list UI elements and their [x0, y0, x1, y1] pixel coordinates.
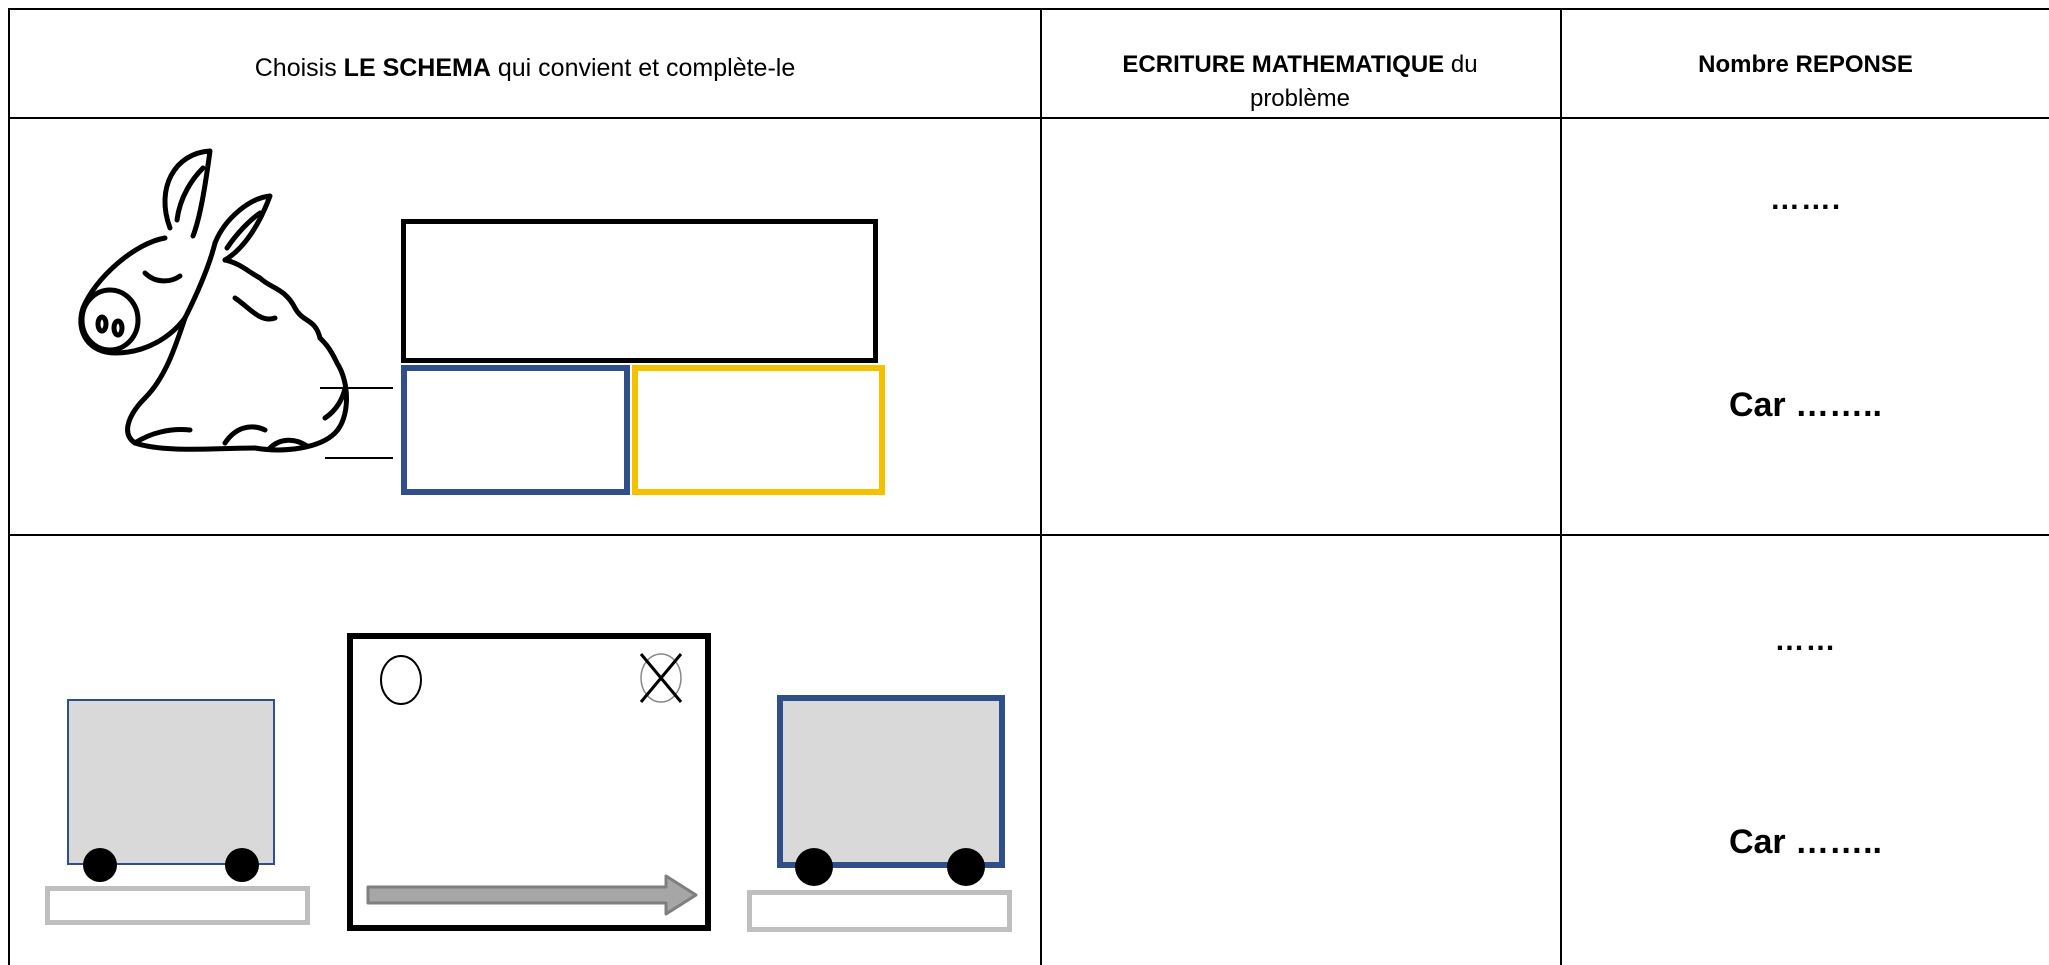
- arrow-right-icon: [366, 874, 698, 916]
- column-divider-1: [1040, 8, 1042, 965]
- row-divider: [8, 534, 2049, 536]
- answer-dots[interactable]: …….: [1769, 183, 1842, 216]
- car-label[interactable]: Car ……..: [1728, 386, 1883, 424]
- schema-whole-box[interactable]: [401, 219, 878, 363]
- donkey-icon: [78, 148, 393, 459]
- crossed-oval-icon: [639, 653, 683, 703]
- column-divider-2: [1560, 8, 1562, 965]
- wagon-left-wheel-front: [83, 848, 117, 882]
- car-label[interactable]: Car ……..: [1728, 823, 1883, 861]
- wagon-left-wheel-back: [225, 848, 259, 882]
- header-schema-suffix: qui convient et complète-le: [490, 54, 796, 82]
- wagon-right-wheel-back: [947, 848, 985, 886]
- transformation-box[interactable]: [347, 633, 711, 931]
- table-border-left: [8, 8, 10, 965]
- answer-dots[interactable]: ……: [1774, 624, 1837, 657]
- header-col-schema: Choisis LE SCHEMA qui convient et complè…: [10, 52, 1040, 85]
- rail-left: [45, 886, 310, 925]
- header-math-bold: ECRITURE MATHEMATIQUE: [1122, 51, 1445, 78]
- header-answer-bold: Nombre REPONSE: [1698, 51, 1913, 78]
- header-schema-prefix: Choisis: [254, 54, 344, 82]
- wagon-right: [777, 695, 1005, 868]
- header-col-answer: Nombre REPONSE: [1562, 48, 2049, 81]
- table-border-top: [8, 8, 2049, 10]
- wagon-right-wheel-front: [795, 848, 833, 886]
- header-col-math: ECRITURE MATHEMATIQUE du problème: [1085, 48, 1515, 116]
- header-math-suffix: du problème: [1249, 51, 1478, 112]
- header-schema-bold: LE SCHEMA: [343, 54, 491, 82]
- rail-right: [747, 890, 1012, 932]
- schema-part2-box[interactable]: [632, 365, 885, 495]
- schema-part1-box[interactable]: [401, 365, 630, 495]
- oval-icon: [380, 655, 422, 705]
- header-divider: [8, 117, 2049, 119]
- wagon-left: [67, 699, 275, 865]
